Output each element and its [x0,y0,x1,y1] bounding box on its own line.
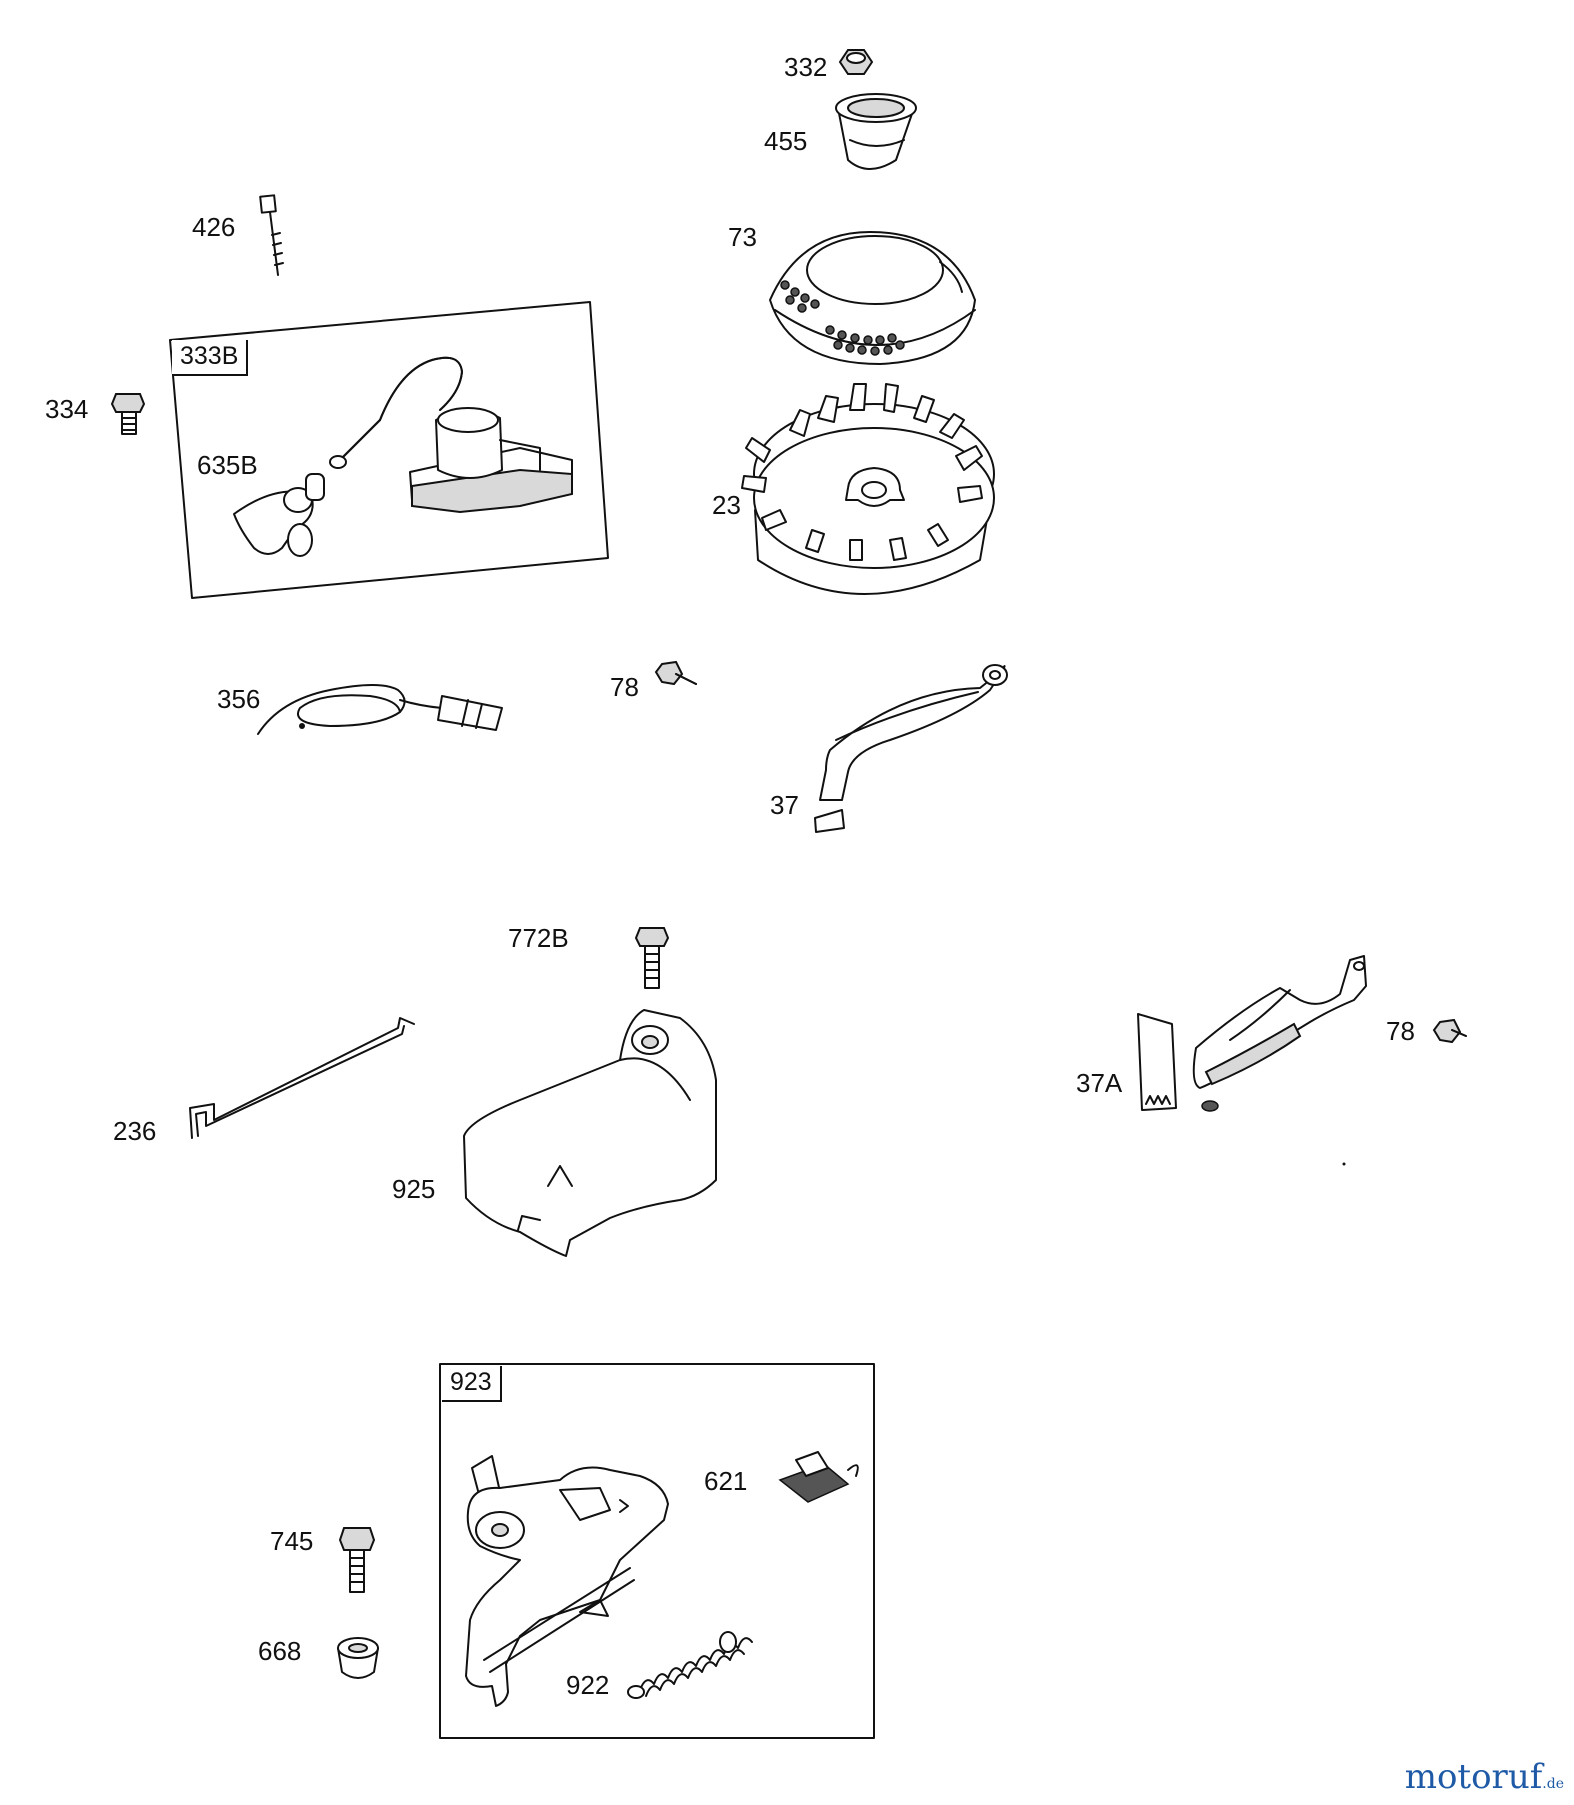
part-332-nut [838,49,874,75]
part-922-spring [627,1631,753,1699]
part-635B-boot [233,473,325,557]
label-37A: 37A [1076,1068,1123,1098]
label-922: 922 [566,1670,610,1700]
logo-brand: motoruf [1404,1757,1543,1797]
part-621-bushing [778,1451,859,1503]
label-332: 332 [784,52,828,82]
label-334: 334 [45,394,89,424]
part-925-cover [463,1009,717,1257]
part-23-flywheel [741,383,995,595]
label-455: 455 [764,126,808,156]
part-334-bolt [110,393,146,435]
part-37A-air-vane [1137,955,1367,1112]
label-356: 356 [217,684,261,714]
label-668: 668 [258,1636,302,1666]
label-73: 73 [728,222,757,252]
label-745: 745 [270,1526,314,1556]
logo-tld: .de [1542,1776,1564,1792]
label-23: 23 [712,490,741,520]
part-37-air-vane [814,664,1008,833]
label-78-right: 78 [1386,1016,1415,1046]
label-37: 37 [770,790,799,820]
part-923-lever [465,1455,669,1707]
label-333B: 333B [172,340,249,376]
label-236: 236 [113,1116,157,1146]
part-78-bolt-right [1432,1018,1467,1044]
part-923-box [439,1363,875,1739]
part-772B-bolt [634,927,670,989]
part-333B-box [169,301,609,599]
part-426-bolt [259,194,284,276]
label-426: 426 [192,212,236,242]
part-78-bolt-upper [654,660,697,686]
label-621: 621 [704,1466,748,1496]
label-923: 923 [442,1366,502,1402]
label-78-upper: 78 [610,672,639,702]
part-745-bolt [338,1527,376,1593]
label-925: 925 [392,1174,436,1204]
part-356-ground-wire [257,684,503,735]
part-333B-armature [329,356,573,514]
part-236-link [189,1017,415,1139]
label-772B: 772B [508,923,569,953]
part-73-screen [769,231,976,365]
part-455-cup [835,93,917,170]
part-668-nut [337,1637,379,1679]
motoruf-logo: motoruf.de [1405,1760,1564,1794]
label-635B: 635B [197,450,258,480]
